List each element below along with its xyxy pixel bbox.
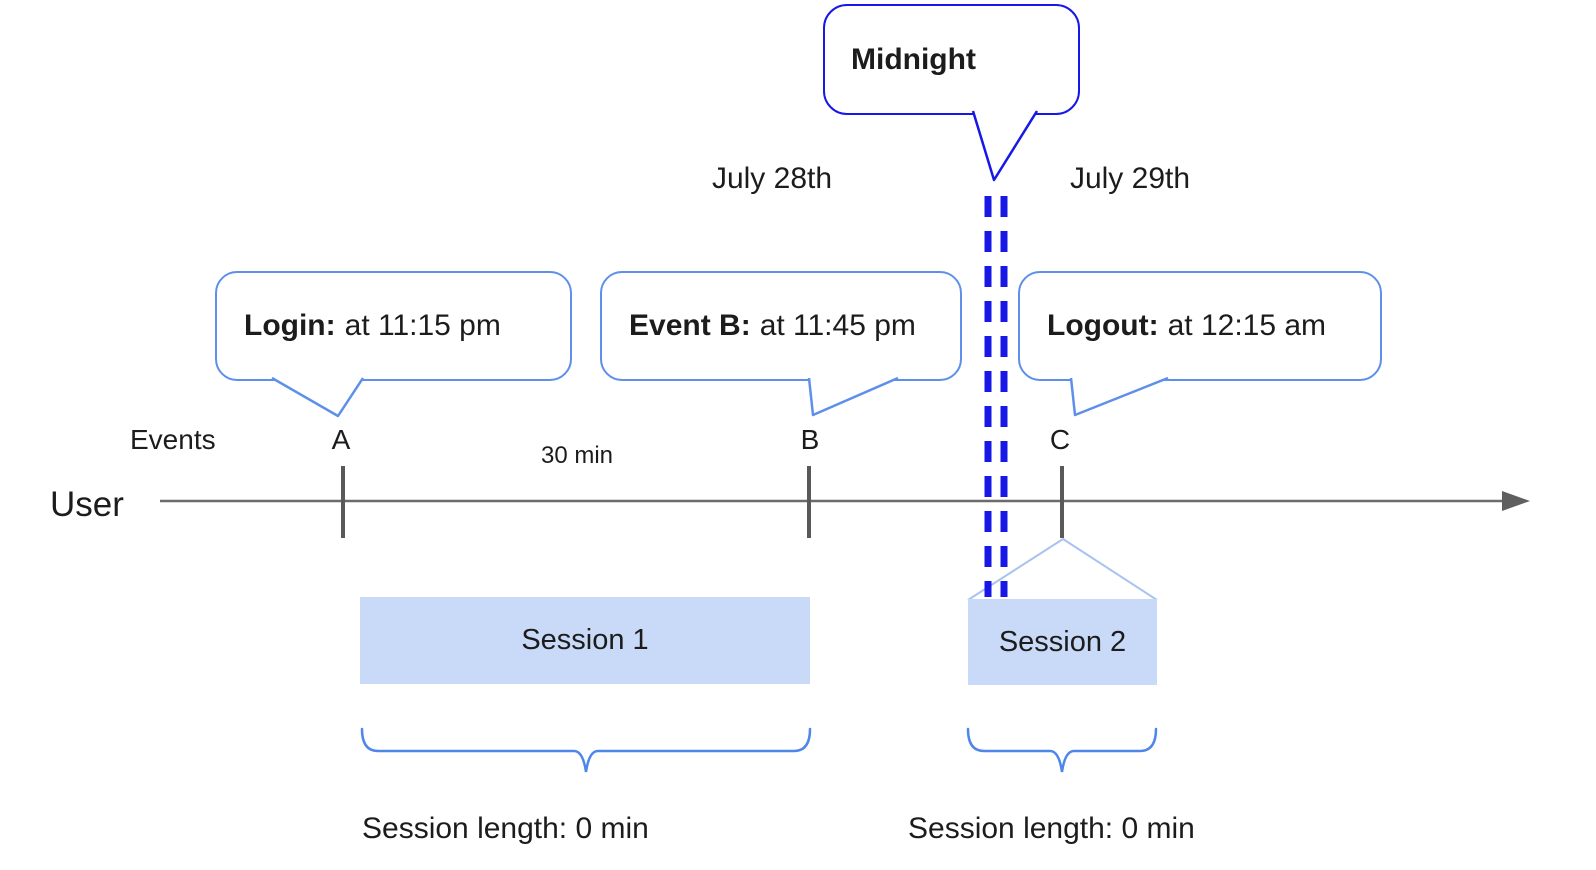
logout-callout: Logout: at 12:15 am [1018, 271, 1382, 381]
session2-connector [967, 537, 1158, 601]
logout-callout-title: Logout: [1047, 309, 1159, 342]
interval-label: 30 min [540, 442, 614, 469]
date-label-july-28: July 28th [711, 162, 833, 195]
session1-box: Session 1 [360, 597, 810, 684]
session2-length-brace [966, 727, 1158, 773]
session2-box: Session 2 [968, 599, 1157, 685]
login-callout: Login: at 11:15 pm [215, 271, 572, 381]
timeline-arrowhead-icon [1502, 491, 1530, 511]
events-row-label: Events [130, 424, 216, 455]
user-row-label: User [50, 485, 124, 524]
midnight-callout-label: Midnight [851, 42, 976, 76]
session1-label: Session 1 [521, 624, 649, 656]
session1-length-label: Session length: 0 min [362, 812, 649, 845]
logout-callout-time: at 12:15 am [1167, 309, 1327, 342]
event-mark-b: B [800, 424, 820, 455]
event-b-callout: Event B: at 11:45 pm [600, 271, 962, 381]
session1-length-brace [360, 727, 812, 773]
event-b-callout-time: at 11:45 pm [759, 309, 916, 342]
session2-label: Session 2 [998, 625, 1127, 658]
session2-length-label: Session length: 0 min [908, 812, 1195, 845]
login-callout-title: Login: [244, 309, 336, 342]
event-mark-a: A [331, 424, 351, 455]
event-b-callout-title: Event B: [629, 309, 751, 342]
midnight-callout: Midnight [823, 4, 1080, 115]
event-mark-c: C [1049, 424, 1071, 455]
login-callout-time: at 11:15 pm [344, 309, 501, 342]
date-label-july-29: July 29th [1069, 162, 1191, 195]
